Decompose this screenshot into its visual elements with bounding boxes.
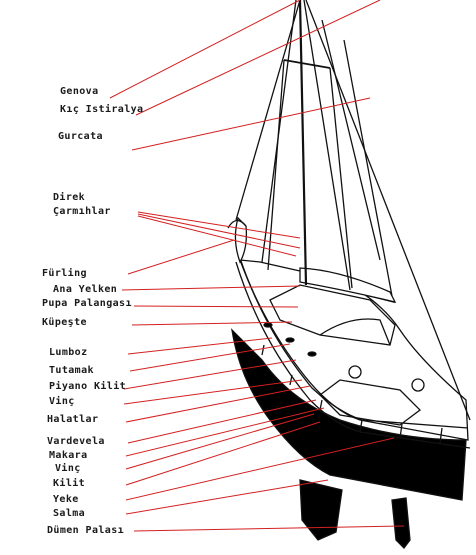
leader-line xyxy=(129,343,291,372)
cockpit-outline xyxy=(319,379,421,426)
part-label: Genova xyxy=(60,86,99,97)
leader-line xyxy=(137,213,301,249)
keel-shape xyxy=(299,479,343,541)
forestay xyxy=(235,0,301,221)
leader-line xyxy=(137,211,301,239)
leader-line xyxy=(121,285,301,291)
part-label: Vardevela xyxy=(47,436,105,447)
leader-line xyxy=(125,437,395,501)
part-label: Çarmıhlar xyxy=(53,206,111,217)
leader-line xyxy=(125,413,315,470)
spreader xyxy=(283,59,331,69)
stanchions xyxy=(261,344,443,444)
backstay xyxy=(305,0,471,421)
part-label: Lumboz xyxy=(49,347,88,358)
part-label: Dümen Palası xyxy=(47,525,125,536)
part-label: Direk xyxy=(53,192,86,203)
part-label: Salma xyxy=(53,508,86,519)
part-label: Tutamak xyxy=(49,365,94,376)
winch-port xyxy=(348,365,362,379)
part-label: Makara xyxy=(49,450,88,461)
leader-line xyxy=(109,0,301,99)
leader-line xyxy=(127,399,317,444)
leader-line xyxy=(127,337,273,355)
shroud-3 xyxy=(267,59,285,271)
leader-line xyxy=(137,215,297,257)
deck-outline xyxy=(239,259,469,441)
guard-rail-upper xyxy=(239,257,469,429)
leader-line xyxy=(135,0,381,116)
leader-line xyxy=(133,305,299,308)
furled-mainsail xyxy=(299,267,397,303)
bow-pulpit xyxy=(227,219,247,229)
part-label: Yeke xyxy=(53,494,79,505)
leader-line xyxy=(131,321,293,326)
leader-lines xyxy=(109,0,405,532)
part-label: Halatlar xyxy=(47,414,99,425)
part-label: Piyano Kilit xyxy=(49,381,127,392)
part-label: Gurcata xyxy=(58,131,103,142)
guard-rail xyxy=(235,261,471,449)
part-label: Pupa Palangası xyxy=(42,298,132,309)
leader-line xyxy=(123,379,303,405)
portholes xyxy=(263,322,317,357)
dodger xyxy=(319,318,391,346)
part-label: Ana Yelken xyxy=(53,284,118,295)
part-label: Kıç Istiralya xyxy=(60,104,144,115)
rudder-shape xyxy=(391,497,411,549)
leader-line xyxy=(125,385,311,423)
part-label: Kilit xyxy=(53,478,86,489)
leader-line xyxy=(125,421,321,486)
sailboat-drawing xyxy=(227,0,471,549)
part-label: Küpeşte xyxy=(42,317,87,328)
lazy-jack xyxy=(321,19,381,261)
shroud-2 xyxy=(303,0,351,291)
leader-line xyxy=(123,359,297,390)
part-label: Vinç xyxy=(49,396,75,407)
leader-line xyxy=(125,407,325,457)
part-label: Vinç xyxy=(55,463,81,474)
leader-line xyxy=(133,525,405,532)
leader-line xyxy=(131,97,371,151)
part-label: Fürling xyxy=(42,268,87,279)
topping-lift xyxy=(343,39,393,297)
leader-line xyxy=(127,239,235,275)
winch-stbd xyxy=(411,378,425,392)
shroud-4 xyxy=(329,67,353,289)
mast xyxy=(298,0,308,286)
leader-line xyxy=(125,479,329,515)
